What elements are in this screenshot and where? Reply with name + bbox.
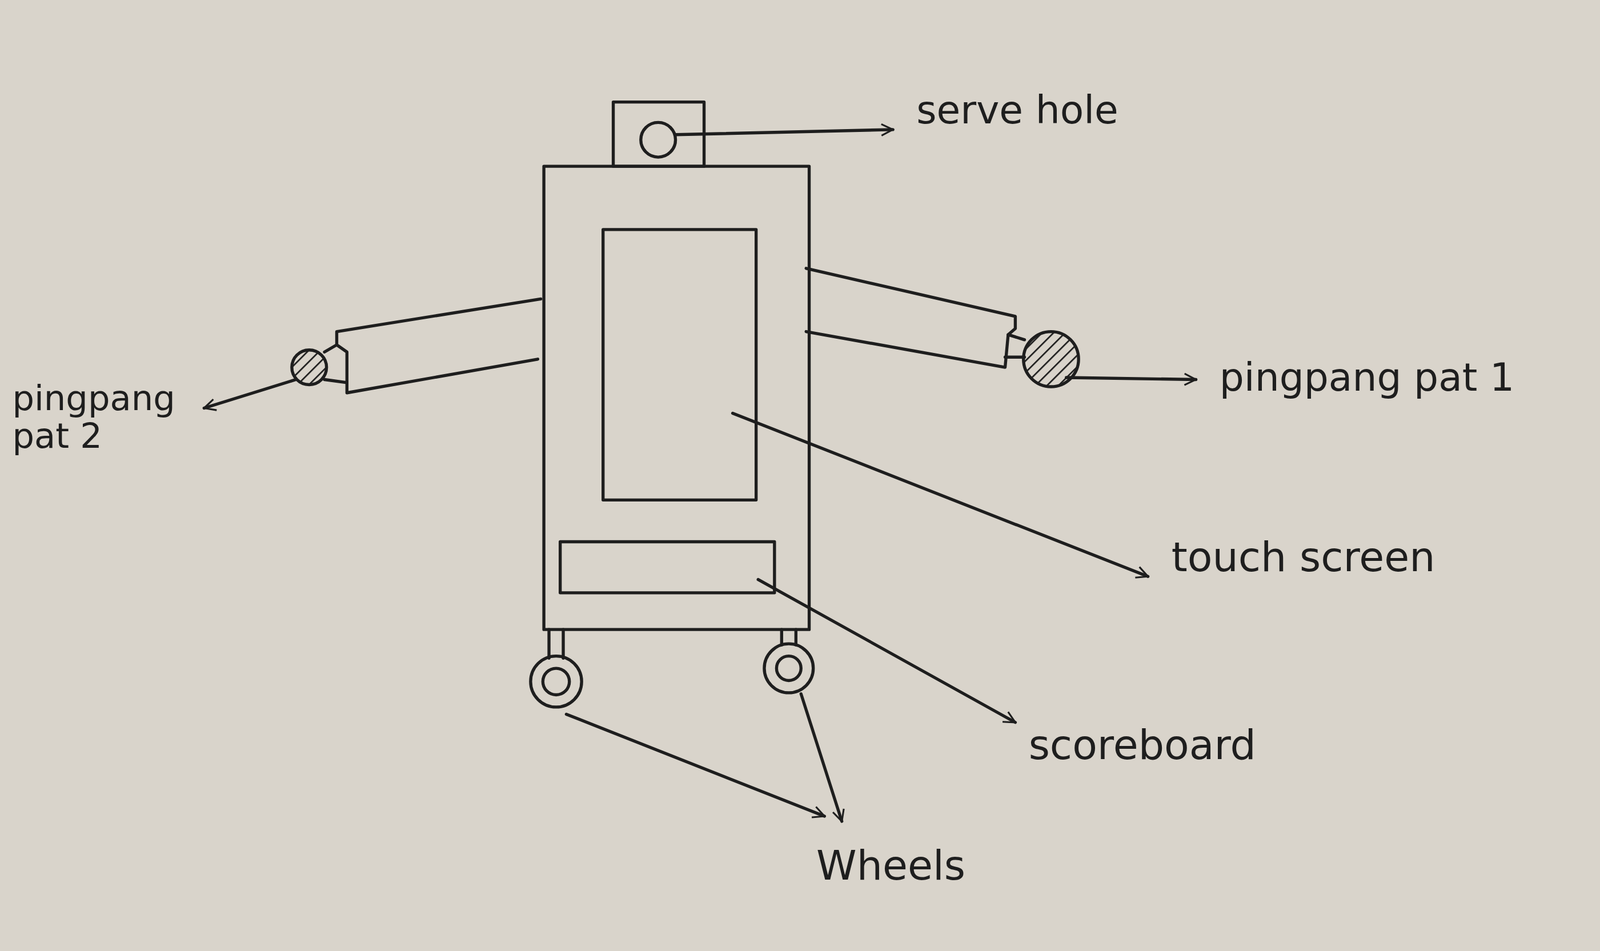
part-label: pingpang pat 2 [11, 379, 206, 457]
right-arm [805, 268, 1016, 368]
wheel-hub [776, 656, 801, 681]
leader-line [203, 379, 296, 409]
part-label: Wheels [816, 843, 966, 889]
part-label: touch screen [1171, 534, 1436, 580]
wheel [764, 643, 814, 693]
leader-line [732, 412, 1149, 577]
wheel [530, 656, 582, 708]
scoreboard [560, 542, 775, 593]
wheel-hub [542, 668, 569, 695]
touch-screen [603, 229, 757, 500]
wheel-leg [548, 629, 564, 659]
leader-line [800, 694, 842, 822]
serve-hole [640, 122, 676, 158]
part-label: scoreboard [1028, 722, 1257, 768]
leader-line [566, 714, 825, 817]
leader-line [1066, 377, 1197, 380]
part-label: pingpang pat 1 [1219, 357, 1515, 400]
robot-body [543, 166, 809, 630]
left-arm [336, 298, 541, 393]
leader-line [675, 129, 893, 135]
leader-line [758, 579, 1016, 723]
left-arm-joint [324, 345, 347, 383]
right-arm-joint [1005, 334, 1025, 358]
part-label: serve hole [916, 89, 1119, 133]
